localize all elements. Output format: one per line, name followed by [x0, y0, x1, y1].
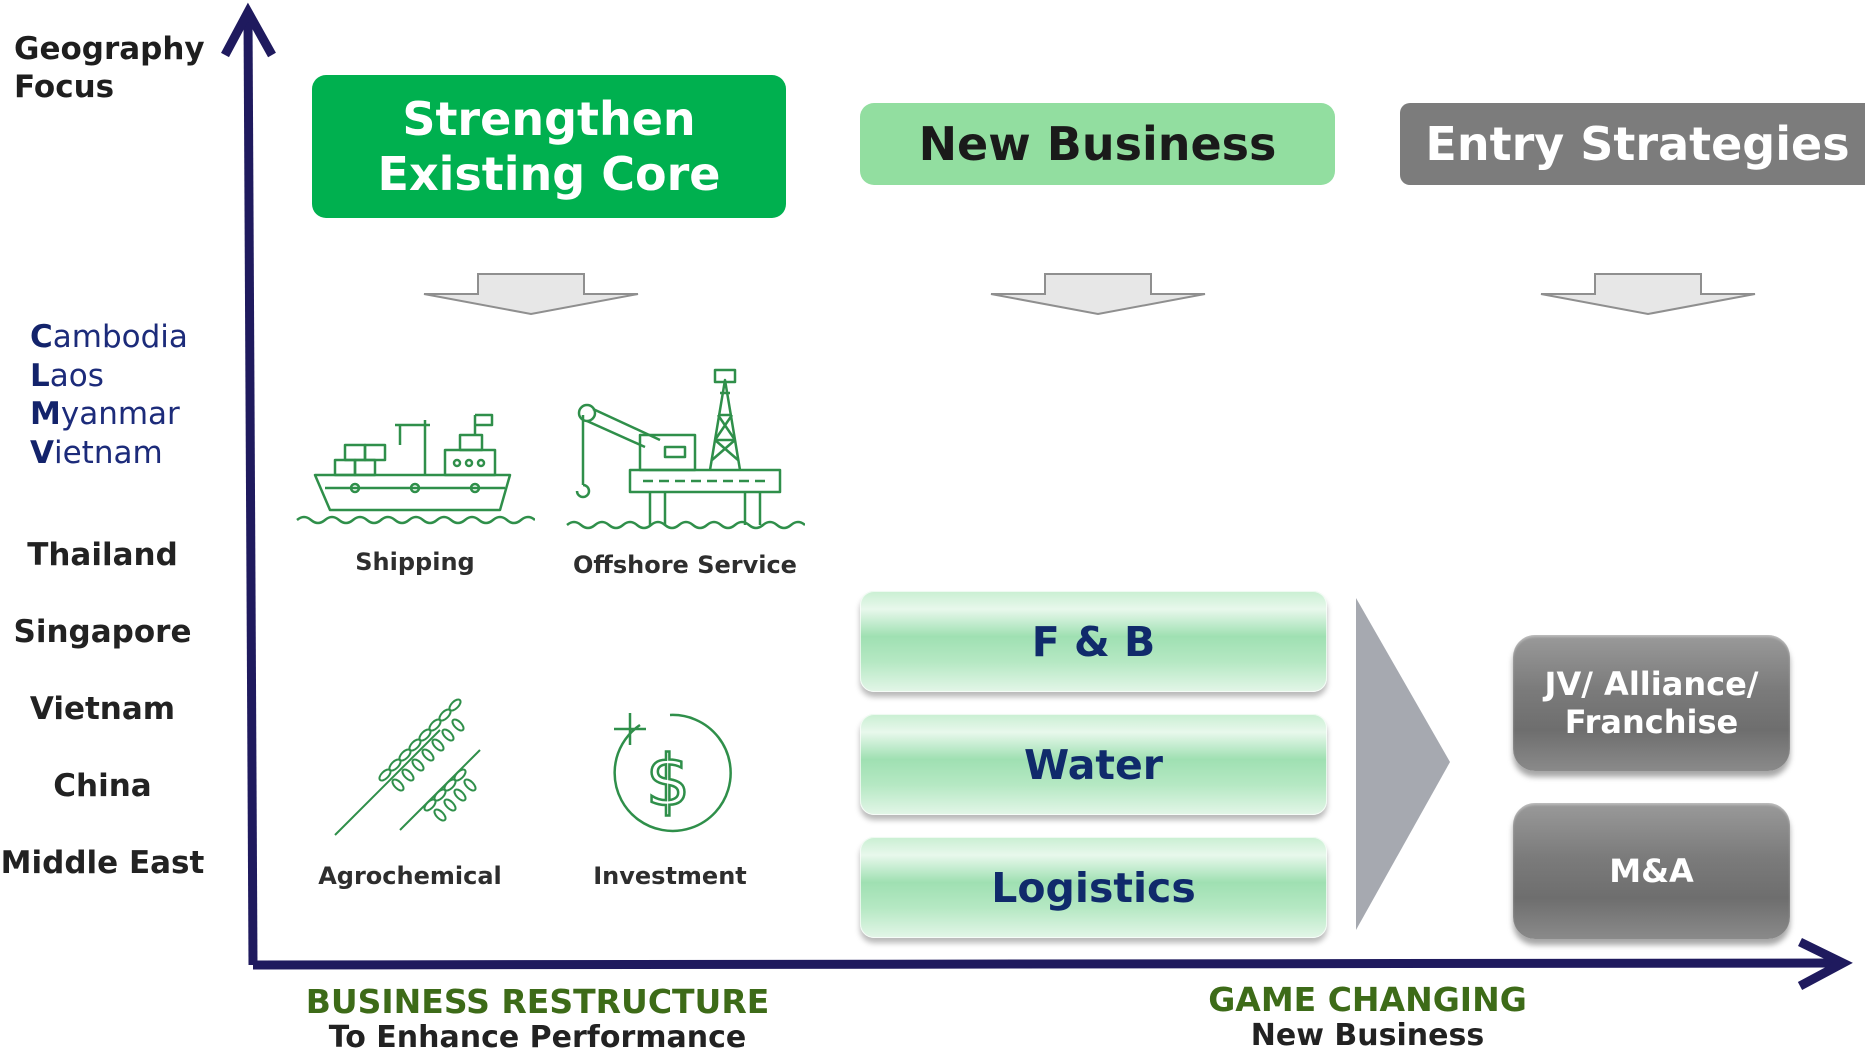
y-axis-title-line1: Geography [14, 31, 205, 67]
clmv-item: Vietnam [30, 434, 163, 471]
clmv-item: Laos [30, 357, 104, 394]
x-axis-arrowhead [1797, 937, 1853, 990]
shipping-label: Shipping [355, 548, 475, 576]
country-label: Singapore [13, 614, 192, 650]
offshore-label: Offshore Service [573, 551, 797, 579]
x-axis-right-subtitle: New Business [1250, 1018, 1485, 1053]
wheat-icon [334, 698, 481, 836]
strengthen-line1: Strengthen [402, 91, 696, 146]
jv-line2: Franchise [1564, 703, 1739, 741]
dollar-coin-icon: $ [613, 713, 732, 833]
country-label: Vietnam [29, 691, 176, 727]
ship-icon [296, 413, 535, 525]
offshore-rig-icon [566, 368, 805, 530]
new-business-item: Logistics [860, 837, 1327, 938]
entry-strategies-header: Entry Strategies [1400, 103, 1865, 185]
new-business-item: Water [860, 714, 1327, 815]
clmv-item: Myanmar [30, 396, 180, 432]
y-axis-arrowhead [221, 2, 276, 58]
svg-text:$: $ [646, 740, 691, 822]
entry-strategy-jv: JV/ Alliance/ Franchise [1513, 635, 1790, 771]
country-label: Thailand [27, 537, 178, 573]
y-axis [243, 17, 258, 966]
down-arrow-icon [1540, 273, 1756, 316]
new-business-header: New Business [860, 103, 1335, 185]
down-arrow-icon [990, 273, 1206, 316]
down-arrow-icon [423, 273, 639, 316]
x-axis-right-title: GAME CHANGING [1208, 980, 1527, 1019]
x-axis-left-title: BUSINESS RESTRUCTURE [305, 982, 770, 1021]
x-axis-left-subtitle: To Enhance Performance [328, 1020, 747, 1055]
y-axis-title: Geography Focus [14, 30, 205, 106]
country-label: Middle East [0, 845, 205, 881]
jv-line1: JV/ Alliance/ [1544, 665, 1759, 703]
x-axis [252, 958, 1841, 970]
investment-label: Investment [593, 862, 747, 890]
chevron-right-icon [1356, 598, 1450, 930]
agrochemical-label: Agrochemical [318, 862, 502, 890]
entry-strategy-ma: M&A [1513, 803, 1790, 939]
new-business-item: F & B [860, 591, 1327, 692]
strengthen-core-header: Strengthen Existing Core [312, 75, 786, 218]
y-axis-title-line2: Focus [14, 69, 115, 105]
clmv-item: Cambodia [30, 319, 188, 355]
country-label: China [53, 768, 152, 804]
clmv-list: Cambodia Laos Myanmar Vietnam [30, 318, 188, 472]
strengthen-line2: Existing Core [377, 146, 721, 201]
